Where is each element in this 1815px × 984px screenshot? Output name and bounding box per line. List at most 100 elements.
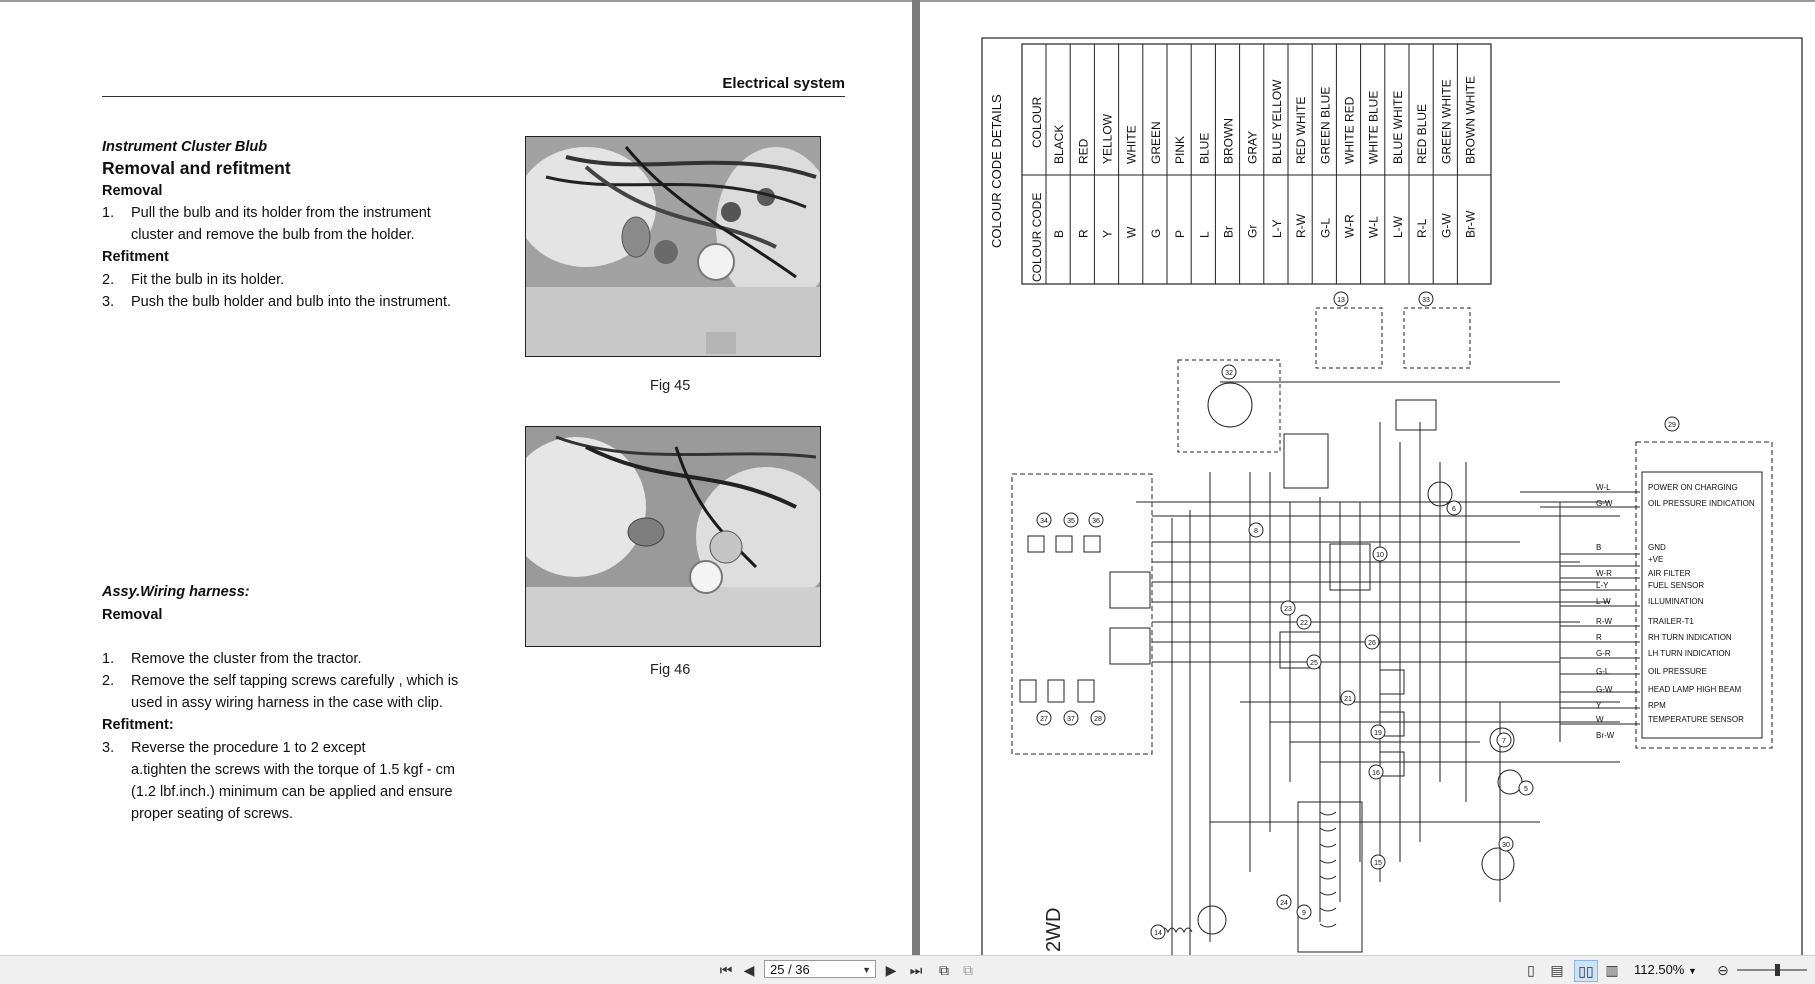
section2-kicker: Assy.Wiring harness: bbox=[102, 584, 250, 600]
single-page-view-icon[interactable]: ▯ bbox=[1527, 962, 1535, 978]
callout-number: 35 bbox=[1067, 518, 1075, 525]
cluster-function-label: FUEL SENSOR bbox=[1648, 581, 1704, 590]
colour-table-colour-name: RED WHITE bbox=[1294, 97, 1308, 164]
colour-table-colour-code: Br bbox=[1222, 226, 1236, 238]
callout-number: 27 bbox=[1040, 716, 1048, 723]
zoom-slider-handle[interactable] bbox=[1775, 964, 1780, 976]
callout-badge: 5 bbox=[1518, 780, 1534, 796]
fig46-photo bbox=[525, 426, 821, 647]
wire-code-label: W bbox=[1596, 715, 1604, 724]
wire-code-label: G-W bbox=[1596, 685, 1613, 694]
section1-step3: Push the bulb holder and bulb into the i… bbox=[131, 294, 452, 310]
colour-table-col-colour: COLOUR bbox=[1030, 96, 1044, 148]
page-gutter bbox=[912, 0, 920, 955]
callout-badge: 32 bbox=[1221, 364, 1237, 380]
section1-removal-label: Removal bbox=[102, 183, 163, 199]
callout-number: 14 bbox=[1154, 930, 1162, 937]
cluster-function-label: ILLUMINATION bbox=[1648, 597, 1704, 606]
colour-table-colour-code: G-L bbox=[1318, 218, 1332, 238]
colour-table-colour-name: GRAY bbox=[1246, 131, 1260, 164]
chevron-down-icon: ▼ bbox=[862, 965, 871, 975]
colour-table-colour-code: L-Y bbox=[1270, 219, 1284, 238]
callout-badge: 6 bbox=[1446, 500, 1462, 516]
callout-badge: 15 bbox=[1370, 854, 1386, 870]
callout-badge: 28 bbox=[1090, 710, 1106, 726]
last-page-icon[interactable]: ⏭ bbox=[909, 962, 923, 978]
chevron-down-icon[interactable]: ▼ bbox=[1687, 966, 1697, 976]
callout-number: 23 bbox=[1284, 606, 1292, 613]
step-number: 3. bbox=[102, 740, 115, 756]
colour-code-table: COLOUR CODE DETAILS COLOUR COLOUR CODE B… bbox=[989, 43, 1492, 285]
colour-table-col-code: COLOUR CODE bbox=[1030, 193, 1044, 282]
section1-step1-line2: cluster and remove the bulb from the hol… bbox=[131, 227, 415, 243]
callout-badge: 35 bbox=[1063, 512, 1079, 528]
continuous-view-icon[interactable]: ▤ bbox=[1550, 962, 1564, 978]
callout-badge: 34 bbox=[1036, 512, 1052, 528]
colour-table-title: COLOUR CODE DETAILS bbox=[989, 94, 1004, 248]
callout-badge: 22 bbox=[1296, 614, 1312, 630]
viewer-toolbar: ⏮ ◀ 25 / 36 ▼ ▶ ⏭ ⧉ ⧉ ▯ ▤ ▯▯ ▥ 112.50% ▼… bbox=[0, 955, 1815, 984]
first-page-icon[interactable]: ⏮ bbox=[719, 962, 733, 978]
wire-code-label: Y bbox=[1596, 701, 1602, 710]
cluster-function-label: RH TURN INDICATION bbox=[1648, 633, 1732, 642]
fig45-photo bbox=[525, 136, 821, 357]
colour-table-colour-code: B bbox=[1052, 230, 1066, 238]
callout-number: 8 bbox=[1254, 528, 1258, 535]
colour-table-colour-name: GREEN BLUE bbox=[1318, 87, 1332, 164]
wire-code-label: L-Y bbox=[1596, 581, 1609, 590]
colour-table-colour-name: BLUE YELLOW bbox=[1270, 79, 1284, 164]
colour-table-colour-code: W-L bbox=[1367, 216, 1381, 238]
two-page-continuous-view-icon[interactable]: ▥ bbox=[1605, 962, 1619, 978]
callout-number: 16 bbox=[1372, 770, 1380, 777]
zoom-level[interactable]: 112.50% ▼ bbox=[1634, 960, 1697, 981]
callout-number: 6 bbox=[1452, 506, 1456, 513]
callout-badge: 23 bbox=[1280, 600, 1296, 616]
two-page-view-icon[interactable]: ▯▯ bbox=[1574, 960, 1598, 982]
page-number-input[interactable]: 25 / 36 ▼ bbox=[764, 960, 876, 978]
section2-step3-line1: Reverse the procedure 1 to 2 except bbox=[131, 740, 366, 756]
zoom-out-icon[interactable]: ⊖ bbox=[1717, 962, 1729, 978]
colour-table-colour-name: WHITE bbox=[1125, 125, 1139, 164]
callout-number: 33 bbox=[1422, 297, 1430, 304]
schematic-wires bbox=[1011, 307, 1773, 984]
section1-title: Removal and refitment bbox=[102, 158, 291, 178]
callout-badge: 27 bbox=[1036, 710, 1052, 726]
fit-page-icon[interactable]: ⧉ bbox=[939, 962, 949, 978]
colour-table-colour-code: G bbox=[1149, 229, 1163, 238]
wire-code-label: L-W bbox=[1596, 597, 1611, 606]
cluster-function-label: POWER ON CHARGING bbox=[1648, 483, 1738, 492]
drive-label: 2WD bbox=[1043, 908, 1065, 952]
zoom-value: 112.50% bbox=[1634, 962, 1685, 977]
colour-table-colour-name: GREEN WHITE bbox=[1439, 79, 1453, 164]
wire-code-label: R-W bbox=[1596, 617, 1612, 626]
cluster-function-label: GND bbox=[1648, 543, 1666, 552]
callout-number: 7 bbox=[1502, 738, 1506, 745]
zoom-slider[interactable] bbox=[1737, 964, 1807, 976]
wire-code-label: R bbox=[1596, 633, 1602, 642]
callout-number: 10 bbox=[1376, 552, 1384, 559]
cluster-function-label: HEAD LAMP HIGH BEAM bbox=[1648, 685, 1742, 694]
page-indicator: 25 / 36 bbox=[770, 962, 810, 977]
callout-number: 15 bbox=[1374, 860, 1382, 867]
step-number: 2. bbox=[102, 673, 115, 689]
callout-number: 24 bbox=[1280, 900, 1288, 907]
callout-badge: 24 bbox=[1276, 894, 1292, 910]
callout-number: 30 bbox=[1502, 842, 1510, 849]
callout-number: 22 bbox=[1300, 620, 1308, 627]
colour-table-colour-name: BLUE WHITE bbox=[1391, 91, 1405, 164]
callout-badge: 8 bbox=[1248, 522, 1264, 538]
callout-badge: 13 bbox=[1333, 291, 1349, 307]
colour-table-colour-code: W-R bbox=[1343, 214, 1357, 238]
callout-number: 28 bbox=[1094, 716, 1102, 723]
callout-badge: 37 bbox=[1063, 710, 1079, 726]
colour-table-colour-name: BROWN bbox=[1222, 118, 1236, 164]
colour-table-colour-name: YELLOW bbox=[1101, 113, 1115, 164]
callout-badge: 36 bbox=[1088, 512, 1104, 528]
callout-badge: 33 bbox=[1418, 291, 1434, 307]
cluster-function-label: OIL PRESSURE bbox=[1648, 667, 1707, 676]
previous-page-icon[interactable]: ◀ bbox=[743, 962, 755, 978]
callout-number: 29 bbox=[1668, 422, 1676, 429]
wire-code-label: G-W bbox=[1596, 499, 1613, 508]
next-page-icon[interactable]: ▶ bbox=[885, 962, 897, 978]
rotate-icon[interactable]: ⧉ bbox=[963, 962, 973, 978]
